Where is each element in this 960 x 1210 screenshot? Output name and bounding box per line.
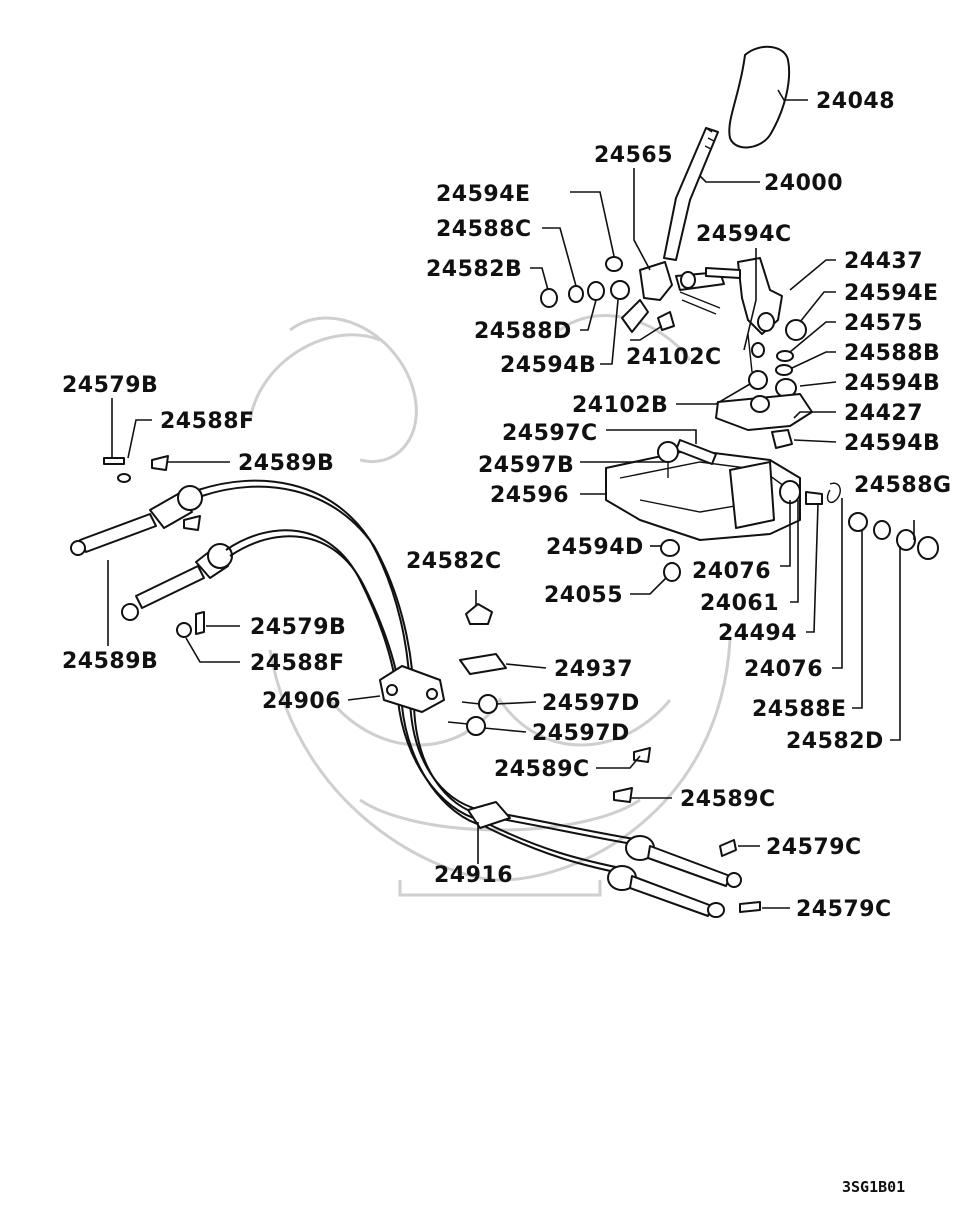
label-24589B-bottom: 24589B	[62, 649, 158, 674]
label-24579C-top: 24579C	[766, 835, 862, 860]
lever-pivot-parts[interactable]	[540, 256, 725, 333]
label-24588D-top: 24588D	[474, 319, 572, 344]
image-code: 3SG1B01	[842, 1178, 905, 1196]
label-24589C-bottom: 24589C	[680, 787, 776, 812]
label-24594C: 24594C	[696, 222, 792, 247]
leader-lines	[107, 89, 915, 909]
label-24579B-mid: 24579B	[250, 615, 346, 640]
label-24597D-bottom: 24597D	[532, 721, 630, 746]
label-24588B: 24588B	[844, 341, 940, 366]
label-24594D: 24594D	[546, 535, 644, 560]
label-24579C-bottom: 24579C	[796, 897, 892, 922]
label-24588F-top: 24588F	[160, 409, 255, 434]
label-24076-top: 24076	[692, 559, 771, 584]
label-24582B: 24582B	[426, 257, 522, 282]
label-24582D: 24582D	[786, 729, 884, 754]
label-24594B-mid: 24594B	[844, 371, 940, 396]
label-24579B-top: 24579B	[62, 373, 158, 398]
label-24597B: 24597B	[478, 453, 574, 478]
label-24076-bottom: 24076	[744, 657, 823, 682]
shift-lever-bracket-24427[interactable]	[715, 393, 813, 431]
label-24102C: 24102C	[626, 345, 722, 370]
label-24588C: 24588C	[436, 217, 532, 242]
label-24594B-top: 24594B	[500, 353, 596, 378]
cable-ends-left[interactable]	[70, 455, 233, 638]
label-24437: 24437	[844, 249, 923, 274]
misc-fasteners[interactable]	[447, 603, 651, 803]
label-24494: 24494	[718, 621, 797, 646]
label-24055: 24055	[544, 583, 623, 608]
label-24589B-top: 24589B	[238, 451, 334, 476]
label-24427: 24427	[844, 401, 923, 426]
label-24061: 24061	[700, 591, 779, 616]
lever-housing-24596[interactable]	[605, 439, 801, 541]
label-24048: 24048	[816, 89, 895, 114]
label-24588F-bottom: 24588F	[250, 651, 345, 676]
select-lever-24437[interactable]	[705, 257, 783, 373]
cable-bracket-24906[interactable]	[379, 665, 445, 713]
label-24597C: 24597C	[502, 421, 598, 446]
label-24565: 24565	[594, 143, 673, 168]
label-24582C: 24582C	[406, 549, 502, 574]
cable-clamp-24916[interactable]	[467, 801, 511, 829]
label-24000: 24000	[764, 171, 843, 196]
label-24937: 24937	[554, 657, 633, 682]
right-side-bushings[interactable]	[748, 319, 807, 449]
label-24916: 24916	[434, 863, 513, 888]
label-24588E: 24588E	[752, 697, 847, 722]
label-24575: 24575	[844, 311, 923, 336]
label-24102B: 24102B	[572, 393, 668, 418]
shift-lever[interactable]	[663, 127, 719, 261]
label-24594B-low: 24594B	[844, 431, 940, 456]
label-24589C-top: 24589C	[494, 757, 590, 782]
label-24594E-top: 24594E	[436, 182, 531, 207]
label-24594E-right: 24594E	[844, 281, 939, 306]
label-24596: 24596	[490, 483, 569, 508]
cable-ends-right[interactable]	[607, 835, 761, 918]
pin-and-washers-row[interactable]	[660, 482, 939, 582]
label-24597D-top: 24597D	[542, 691, 640, 716]
label-24906: 24906	[262, 689, 341, 714]
label-24588G: 24588G	[854, 473, 952, 498]
shift-knob[interactable]	[728, 45, 791, 149]
part-labels: 24048 24565 24000 24594E 24588C 24594C 2…	[62, 89, 952, 922]
